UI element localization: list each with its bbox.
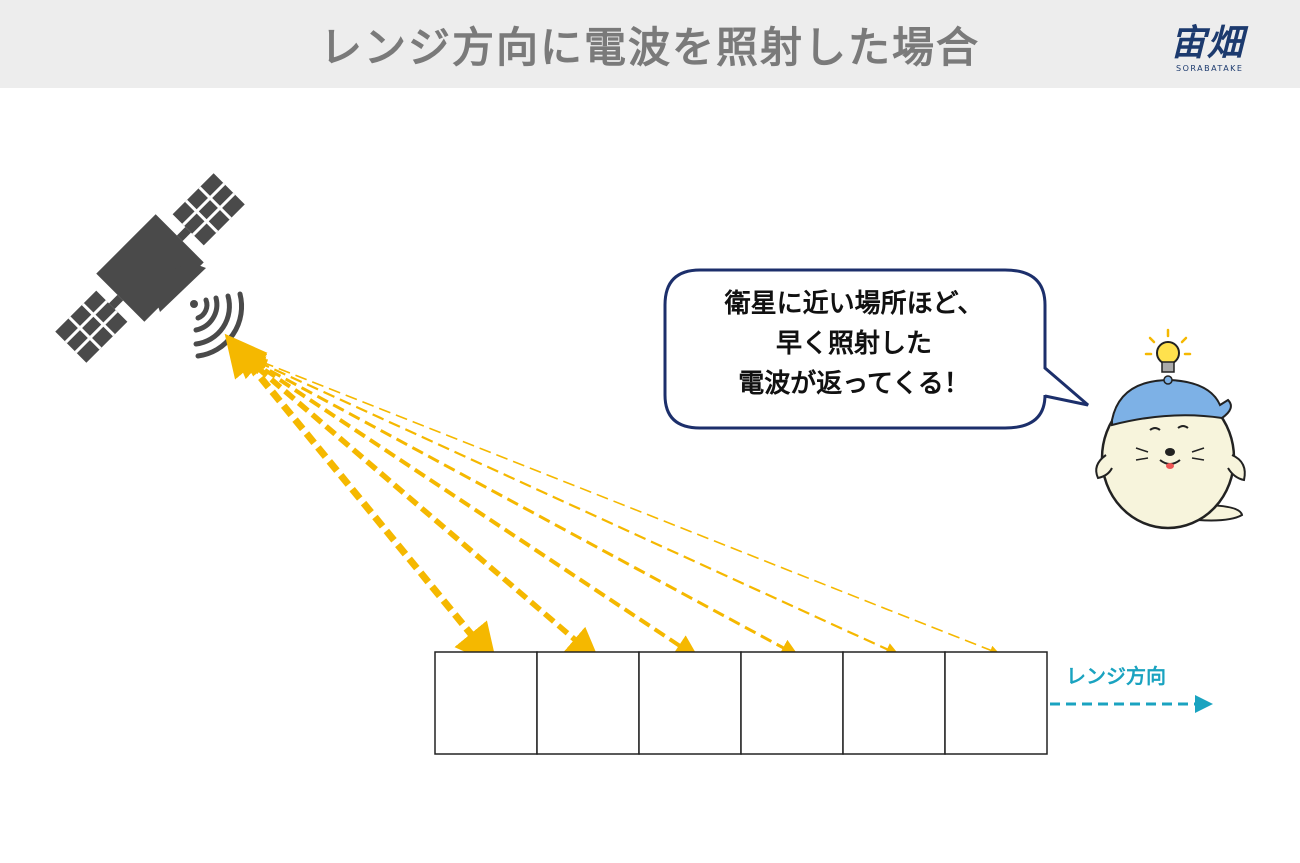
ground-cell	[740, 651, 844, 755]
ground-cell	[434, 651, 538, 755]
radar-beams	[224, 333, 1000, 667]
character-mascot-icon	[1095, 375, 1246, 530]
ground-cell	[638, 651, 742, 755]
speech-bubble-text: 衛星に近い場所ほど、 早く照射した 電波が返ってくる！	[668, 284, 1040, 404]
ground-cell	[944, 651, 1048, 755]
speech-bubble-line-3: 電波が返ってくる！	[738, 369, 970, 399]
satellite-icon	[55, 173, 245, 363]
beam-2	[231, 345, 600, 661]
signal-wave-icon	[190, 291, 245, 359]
ground-cells	[434, 651, 1048, 755]
beam-3	[240, 353, 699, 659]
speech-bubble-line-1: 衛星に近い場所ほど、	[724, 289, 984, 319]
beam-6	[257, 359, 1000, 655]
beam-1	[224, 333, 498, 667]
range-direction-label: レンジ方向	[1066, 664, 1166, 688]
page-title: レンジ方向に電波を照射した場合	[319, 23, 980, 72]
ground-cell	[536, 651, 640, 755]
logo-text: 宙畑	[1170, 23, 1245, 64]
lightbulb-icon	[1144, 328, 1192, 373]
speech-bubble-line-2: 早く照射した	[775, 329, 932, 359]
speech-bubble	[663, 268, 1089, 430]
sorabatake-logo: 宙畑 SORABATAKE	[1170, 14, 1270, 78]
header-bar	[0, 0, 1300, 88]
logo-subtext: SORABATAKE	[1176, 64, 1244, 73]
ground-cell	[842, 651, 946, 755]
